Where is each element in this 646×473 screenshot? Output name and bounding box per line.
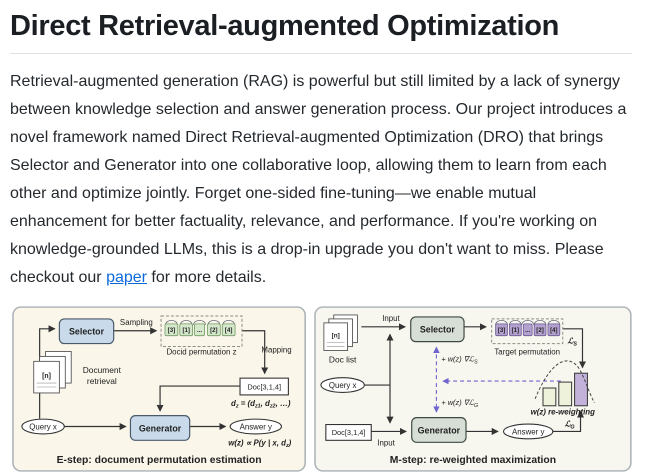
selector-gradient-label: + w(z) ∇ℒS [441, 354, 478, 365]
generator-label: Generator [418, 425, 461, 435]
doc-list-label: Doc list [329, 354, 357, 364]
doc-box-label: Doc[3,1,4] [332, 428, 366, 437]
answer-node: Answer y [503, 423, 554, 440]
svg-text:retrieval: retrieval [87, 376, 117, 386]
m-step-connector-lines [361, 323, 587, 435]
target-token-sequence: [3] [1] ... [2] [4] [495, 323, 561, 337]
docid-permutation-group: [3] [1] ... [2] [4] Docid permutation z [160, 315, 243, 356]
answer-label: Answer y [240, 422, 272, 431]
docid-token-sequence: [3] [1] ... [2] [4] [164, 323, 236, 337]
selector-node: Selector [410, 316, 465, 343]
doc-icon-label: [n] [332, 333, 340, 340]
token-3: [3] [168, 327, 175, 334]
token-ellipsis: ... [197, 327, 202, 334]
e-step-panel: Selector Sampling [3] [12, 306, 306, 472]
selector-node: Selector [58, 318, 115, 345]
distribution-curve [534, 360, 595, 404]
intro-text-before: Retrieval-augmented generation (RAG) is … [10, 73, 627, 286]
query-node: Query x [320, 377, 366, 393]
gradient-feedback-lines [433, 346, 561, 413]
input-top-label: Input [382, 314, 400, 323]
intro-paragraph: Retrieval-augmented generation (RAG) is … [10, 68, 632, 292]
token-4: [4] [550, 327, 557, 334]
sampling-label: Sampling [120, 318, 153, 327]
target-permutation-group: [3] [1] ... [2] [4] Target permutation [491, 318, 564, 356]
reweighting-label: w(z) re-weighting [531, 408, 595, 417]
svg-text:Document: Document [83, 365, 122, 375]
token-3: [3] [498, 327, 505, 334]
paper-link[interactable]: paper [106, 269, 147, 286]
token-2: [2] [536, 327, 543, 334]
selector-loss-label: ℒS [568, 337, 578, 348]
mapping-label: Mapping [261, 345, 291, 354]
doc-box-label: Doc[3,1,4] [247, 382, 281, 391]
selector-label: Selector [420, 325, 456, 335]
docid-permutation-label: Docid permutation z [167, 347, 237, 356]
dro-framework-figure: Selector Sampling [3] [12, 305, 632, 473]
generator-label: Generator [139, 423, 182, 433]
e-step-caption: E-step: document permutation estimation [57, 455, 262, 466]
intro-text-after: for more details. [146, 269, 267, 286]
generator-node: Generator [129, 415, 191, 441]
answer-node: Answer y [229, 418, 283, 435]
dz-formula: dz = (dz1, dz2, …) [231, 399, 291, 410]
query-label: Query x [29, 422, 57, 431]
input-bottom-label: Input [377, 438, 395, 447]
token-2: [2] [210, 327, 217, 334]
generator-loss-label: ℒG [565, 420, 576, 431]
m-step-caption: M-step: re-weighted maximization [390, 455, 556, 466]
doc-icon-label: [n] [42, 373, 51, 380]
target-permutation-label: Target permutation [495, 347, 561, 356]
answer-label: Answer y [512, 427, 544, 436]
m-step-panel: [n] Doc list Input Selector [314, 306, 632, 472]
weight-formula: w(z) ∝ P(y | x, dz) [228, 438, 291, 449]
doc-list-icon: [n] [323, 314, 359, 351]
doc-permutation-box: Doc[3,1,4] [325, 423, 372, 441]
query-label: Query x [329, 381, 357, 390]
permutation-loop-icons [495, 320, 561, 325]
selector-label: Selector [69, 327, 105, 337]
token-ellipsis: ... [525, 327, 530, 334]
document-retrieval-label: Document retrieval [83, 365, 122, 386]
query-node: Query x [21, 418, 65, 435]
reweighting-bar-chart [534, 360, 595, 407]
generator-gradient-label: + w(z) ∇ℒG [441, 398, 478, 409]
doc-permutation-box: Doc[3,1,4] [239, 377, 289, 396]
page-title: Direct Retrieval-augmented Optimization [10, 10, 560, 42]
permutation-loop-icons [165, 320, 235, 325]
token-4: [4] [225, 327, 232, 334]
token-1: [1] [182, 327, 189, 334]
document-stack-icon: [n] [33, 351, 72, 394]
generator-node: Generator [411, 417, 467, 443]
token-1: [1] [512, 327, 519, 334]
title-divider [10, 53, 632, 54]
